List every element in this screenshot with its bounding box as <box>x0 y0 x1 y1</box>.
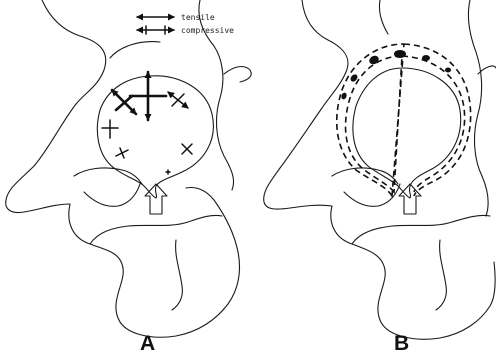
force-markers-a <box>102 72 192 174</box>
tensile-legend-label: tensile <box>181 13 215 22</box>
femur-outline-a <box>69 188 240 338</box>
panel-a: A <box>6 0 252 355</box>
acetabulum-b <box>353 68 461 198</box>
pelvis-outline-b <box>264 0 488 216</box>
stress-blob <box>422 55 430 61</box>
stress-blob <box>368 54 381 66</box>
stress-concentration-markers <box>340 50 451 100</box>
stress-contour-outer <box>337 44 471 196</box>
stress-blob <box>394 50 406 58</box>
compressive-legend-label: compressive <box>181 26 234 35</box>
femur-outline-b <box>331 206 495 339</box>
panel-label-a: A <box>140 332 155 355</box>
stress-blob <box>445 68 451 73</box>
panel-b: B <box>264 0 496 355</box>
stress-blob <box>340 92 347 100</box>
panel-label-b: B <box>394 332 409 355</box>
legend: tensile compressive <box>137 13 234 35</box>
